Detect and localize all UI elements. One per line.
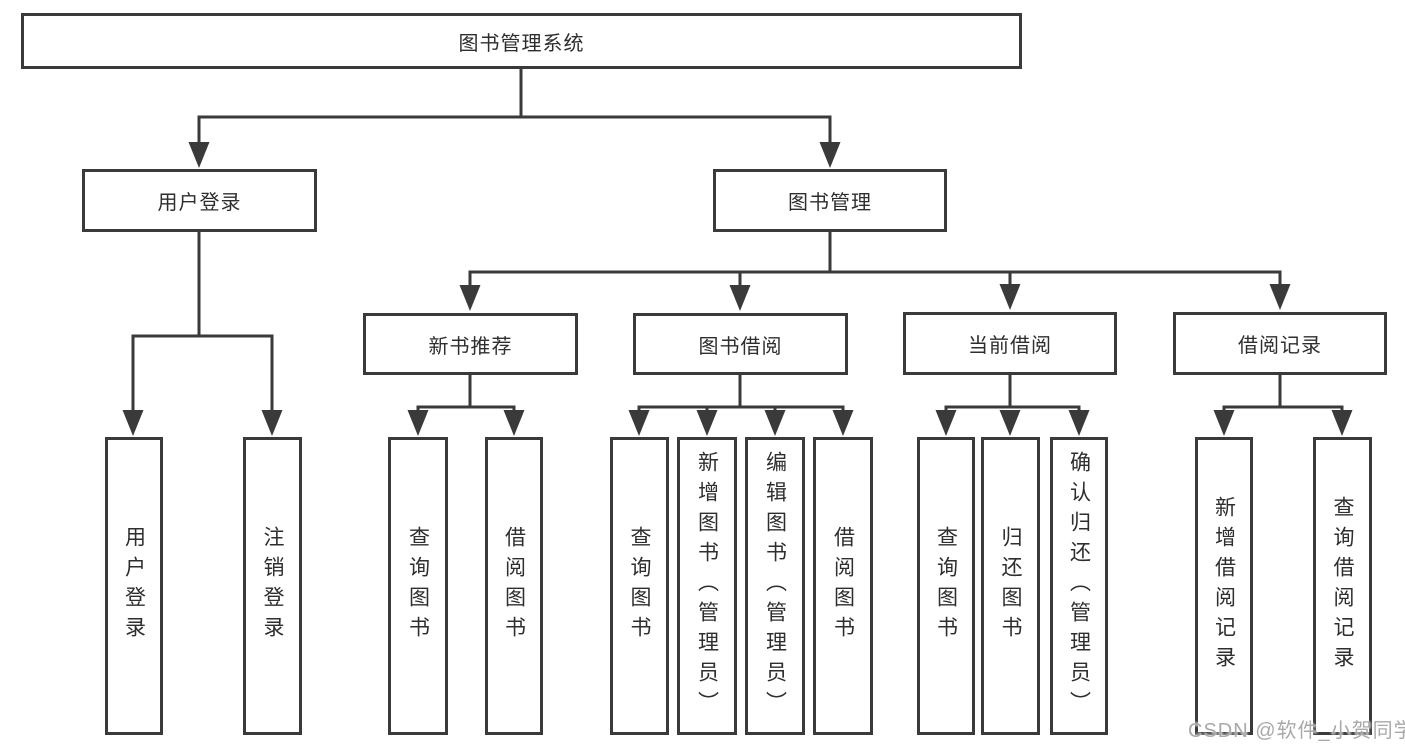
- leaf-query-borrow-record: 查询借阅记录: [1313, 437, 1372, 735]
- leaf-query-books-recommend: 查询图书: [388, 437, 448, 735]
- leaf-return-book: 归还图书: [981, 437, 1040, 735]
- leaf-label: 借阅图书: [831, 526, 855, 646]
- leaf-label: 查询图书: [406, 526, 430, 646]
- arrowhead-icon: [628, 410, 650, 436]
- leaf-logout: 注销登录: [243, 437, 302, 735]
- arrowhead-icon: [764, 410, 786, 436]
- leaf-add-book-admin: 新增图书（管理员）: [677, 437, 737, 735]
- arrowhead-icon: [261, 410, 283, 436]
- arrowhead-icon: [935, 410, 957, 436]
- connector-lines: [131, 67, 1344, 412]
- leaf-label: 新增借阅记录: [1212, 496, 1236, 676]
- leaf-label: 用户登录: [122, 526, 146, 646]
- node-borrowing-records: 借阅记录: [1173, 312, 1387, 375]
- leaf-label: 注销登录: [261, 526, 284, 646]
- leaf-confirm-return-admin: 确认归还（管理员）: [1050, 437, 1108, 735]
- node-user-login: 用户登录: [82, 169, 317, 232]
- leaf-label: 编辑图书（管理员）: [763, 451, 787, 721]
- node-label: 借阅记录: [1238, 335, 1322, 357]
- leaf-label: 查询图书: [934, 526, 958, 646]
- arrowhead-icon: [1068, 410, 1090, 436]
- node-label: 图书管理: [788, 192, 872, 214]
- leaf-user-login: 用户登录: [105, 437, 163, 735]
- arrowheads: [122, 142, 1353, 436]
- arrowhead-icon: [459, 285, 481, 311]
- leaf-label: 查询借阅记录: [1331, 496, 1354, 676]
- node-label: 新书推荐: [428, 335, 513, 358]
- node-label: 当前借阅: [968, 335, 1052, 357]
- arrowhead-icon: [999, 410, 1021, 436]
- arrowhead-icon: [1331, 410, 1353, 436]
- leaf-query-books-borrow: 查询图书: [610, 437, 669, 735]
- leaf-edit-book-admin: 编辑图书（管理员）: [745, 437, 805, 735]
- arrowhead-icon: [503, 410, 525, 436]
- leaf-label: 借阅图书: [502, 526, 526, 646]
- leaf-borrow-books-borrow: 借阅图书: [813, 437, 873, 735]
- node-label: 图书借阅: [698, 335, 783, 358]
- arrowhead-icon: [819, 142, 841, 168]
- node-label: 图书管理系统: [458, 32, 585, 55]
- arrowhead-icon: [696, 410, 718, 436]
- arrowhead-icon: [407, 410, 429, 436]
- node-label: 用户登录: [157, 192, 242, 214]
- csdn-watermark: CSDN @软件_小贺同学: [1188, 720, 1405, 742]
- arrowhead-icon: [999, 284, 1021, 310]
- leaf-query-books-current: 查询图书: [917, 437, 975, 735]
- arrowhead-icon: [1269, 284, 1291, 310]
- arrowhead-icon: [832, 410, 854, 436]
- node-library-management-system: 图书管理系统: [21, 13, 1022, 69]
- arrowhead-icon: [729, 285, 751, 311]
- leaf-label: 确认归还（管理员）: [1067, 451, 1091, 721]
- arrowhead-icon: [188, 142, 210, 168]
- node-book-management: 图书管理: [713, 169, 947, 232]
- node-current-borrowing: 当前借阅: [903, 312, 1117, 375]
- arrowhead-icon: [122, 410, 144, 436]
- leaf-label: 归还图书: [999, 526, 1022, 646]
- node-book-borrowing: 图书借阅: [633, 313, 848, 375]
- leaf-borrow-books-recommend: 借阅图书: [485, 437, 543, 735]
- arrowhead-icon: [1213, 410, 1235, 436]
- leaf-add-borrow-record: 新增借阅记录: [1195, 437, 1253, 735]
- node-new-book-recommendation: 新书推荐: [363, 313, 578, 375]
- leaf-label: 新增图书（管理员）: [695, 451, 719, 721]
- leaf-label: 查询图书: [628, 526, 651, 646]
